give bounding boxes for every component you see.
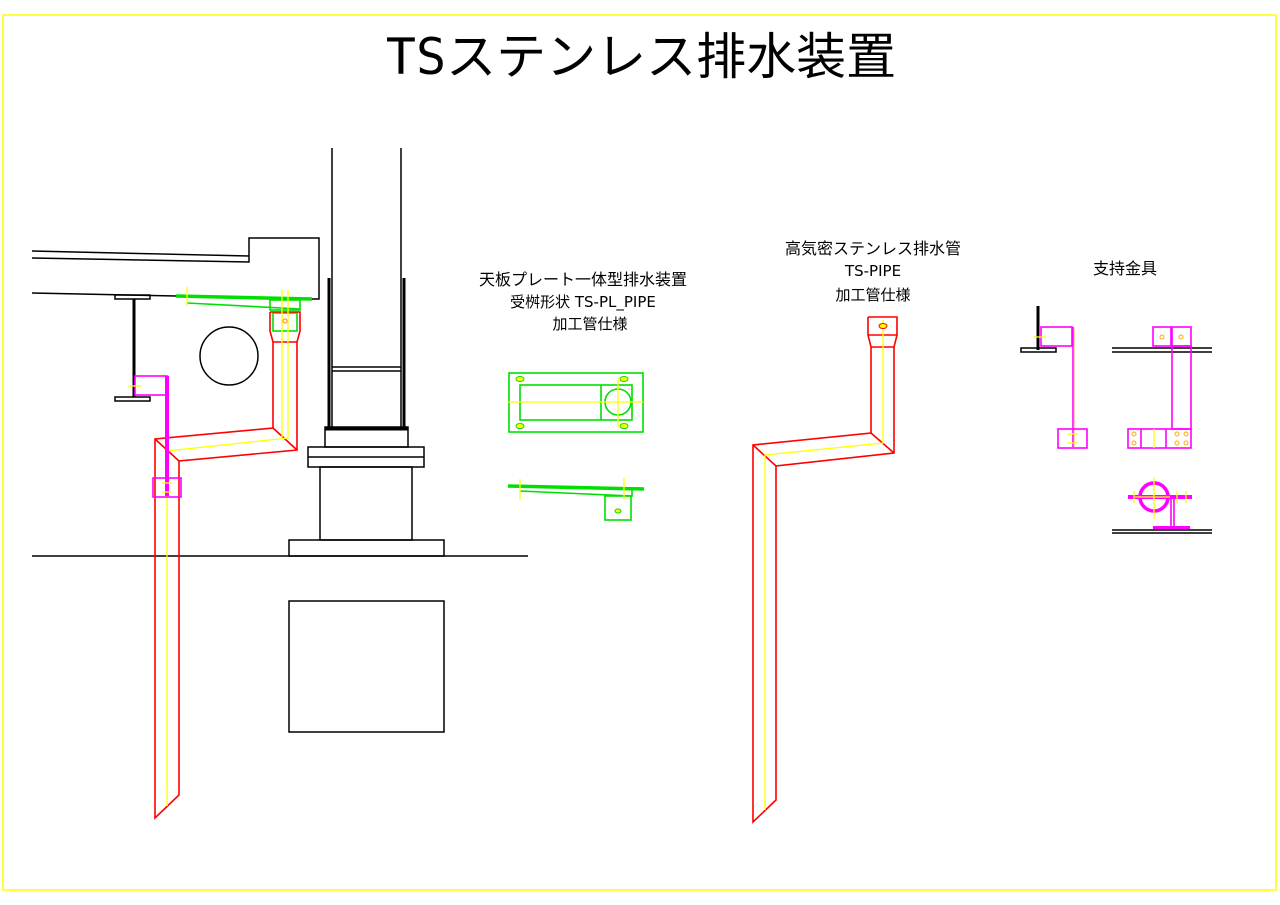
airtight-pipe-label: 高気密ステンレス排水管 TS-PIPE 加工管仕様 [785,239,961,304]
support-hardware-label: 支持金具 [1093,259,1157,278]
installation-section-view [31,148,528,820]
support-hardware-type-b [1112,326,1212,449]
plate-drain-plan-view [508,372,644,433]
drawing-frame [2,14,1277,891]
top-plate-drain [175,287,313,332]
support-bracket-left [128,375,182,498]
airtight-pipe-name: 高気密ステンレス排水管 [785,239,961,258]
ceiling-slab [31,237,320,300]
airtight-pipe-model: TS-PIPE [844,262,901,280]
drawing-title: TSステンレス排水装置 [386,28,896,86]
lower-block [288,600,445,733]
column [288,148,445,557]
plate-drain-model: 受桝形状 TS-PL_PIPE [510,293,656,312]
airtight-pipe-drawing [752,316,898,824]
i-beam [114,294,151,402]
plate-drain-spec: 加工管仕様 [552,315,627,333]
plate-drain-label: 天板プレート一体型排水装置 受桝形状 TS-PL_PIPE 加工管仕様 [479,270,687,333]
support-hardware-type-c [1112,477,1212,534]
round-duct [199,326,259,386]
plate-drain-name: 天板プレート一体型排水装置 [479,270,687,289]
airtight-pipe-spec: 加工管仕様 [835,286,910,304]
drain-pipe-left [154,290,301,820]
support-hardware-type-a [1020,306,1088,449]
plate-drain-side-view [507,478,645,521]
